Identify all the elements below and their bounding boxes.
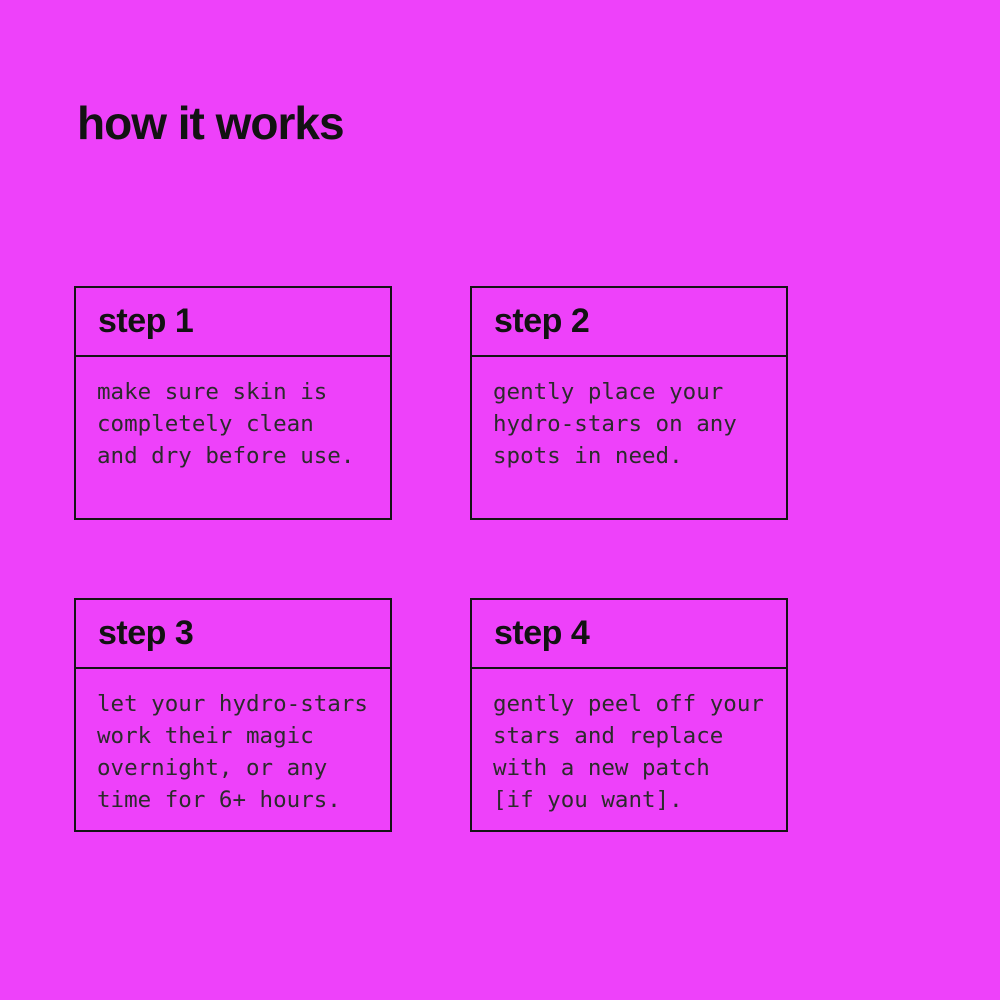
step-4-label: step 4 xyxy=(494,614,590,652)
step-card-1-header: step 1 xyxy=(76,288,390,357)
step-card-2-header: step 2 xyxy=(472,288,786,357)
step-2-description: gently place your hydro-stars on any spo… xyxy=(493,379,737,469)
step-1-description: make sure skin is completely clean and d… xyxy=(97,379,355,469)
step-card-3: step 3 let your hydro-stars work their m… xyxy=(74,598,392,832)
step-card-4-header: step 4 xyxy=(472,600,786,669)
step-card-3-header: step 3 xyxy=(76,600,390,669)
step-card-4: step 4 gently peel off your stars and re… xyxy=(470,598,788,832)
step-3-label: step 3 xyxy=(98,614,194,652)
step-4-description: gently peel off your stars and replace w… xyxy=(493,691,764,813)
page-title: how it works xyxy=(77,97,345,149)
step-3-description: let your hydro-stars work their magic ov… xyxy=(97,691,368,813)
step-card-2: step 2 gently place your hydro-stars on … xyxy=(470,286,788,520)
step-2-label: step 2 xyxy=(494,302,590,340)
step-card-1: step 1 make sure skin is completely clea… xyxy=(74,286,392,520)
step-1-label: step 1 xyxy=(98,302,194,340)
